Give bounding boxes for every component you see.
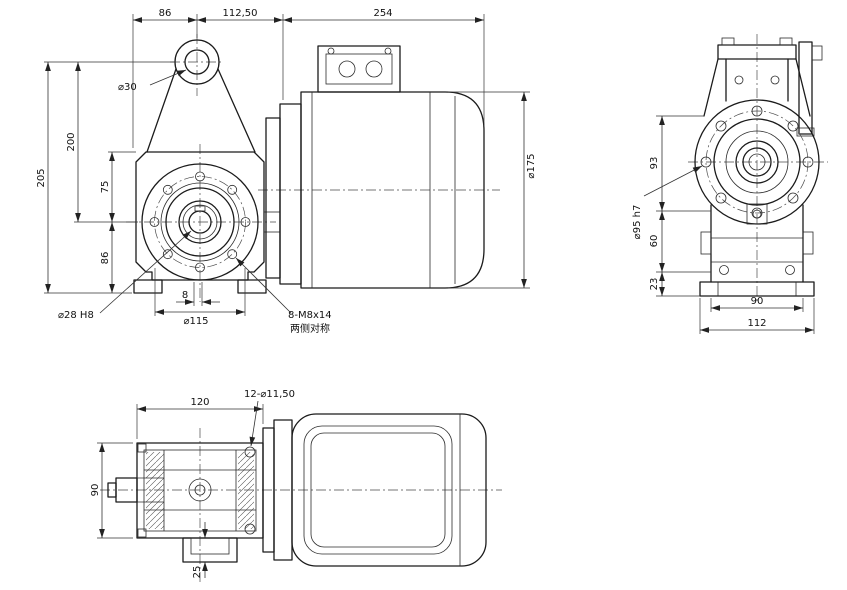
front-dim-key-8: 8 — [176, 282, 220, 306]
front-flange-circles — [141, 163, 259, 281]
front-dim-top-chain: 86 112,50 254 — [132, 8, 485, 148]
side-dim-90-label: 90 — [751, 296, 764, 307]
front-dim-left-chain: 205 200 75 86 — [36, 61, 174, 294]
front-motor — [265, 91, 485, 289]
front-thread-note-label: 两侧对称 — [290, 322, 330, 335]
top-dim-25-label: 25 — [192, 566, 203, 579]
front-dim-200-label: 200 — [66, 132, 77, 151]
side-dim-d95h7-label: ⌀95 h7 — [632, 205, 643, 240]
front-dim-86-left-label: 86 — [100, 252, 111, 265]
front-view: 86 112,50 254 ⌀30 205 200 75 86 — [36, 8, 537, 335]
side-dim-23-label: 23 — [649, 278, 660, 291]
top-dim-120: 120 — [136, 397, 264, 439]
side-dim-93-label: 93 — [649, 157, 660, 170]
front-dim-d28h8-label: ⌀28 H8 — [58, 310, 94, 321]
side-dim-112-label: 112 — [747, 318, 766, 329]
front-top-lug — [146, 39, 256, 153]
side-dim-60-label: 60 — [649, 235, 660, 248]
front-dim-d175-label: ⌀175 — [526, 153, 537, 178]
front-dim-d30-label: ⌀30 — [118, 82, 137, 93]
top-centerlines — [100, 428, 502, 582]
side-top-bracket — [703, 37, 811, 117]
front-dim-254-label: 254 — [373, 8, 392, 19]
front-dim-hole-d30: ⌀30 — [118, 69, 187, 93]
front-dim-d115-label: ⌀115 — [183, 316, 208, 327]
front-dim-75-label: 75 — [100, 181, 111, 194]
top-gearbox-housing — [107, 442, 264, 539]
top-dim-25: 25 — [192, 522, 208, 579]
side-dim-spigot-d95: ⌀95 h7 — [632, 165, 703, 240]
top-motor — [262, 413, 487, 567]
top-dim-90-label: 90 — [90, 484, 101, 497]
front-dim-motor-d175: ⌀175 — [448, 91, 537, 289]
side-dim-vertical-chain: 93 60 23 — [649, 115, 711, 297]
side-rear-plate — [796, 41, 823, 137]
top-dim-90: 90 — [90, 442, 133, 539]
front-dim-bolt-circle-d115: ⌀115 — [154, 268, 246, 327]
front-dim-shaft-d28: ⌀28 H8 — [58, 230, 192, 321]
front-dim-8-label: 8 — [182, 290, 188, 301]
top-view: 120 12-⌀11,50 90 25 — [90, 389, 502, 582]
front-dim-86-top-label: 86 — [159, 8, 172, 19]
side-dim-bottom: 90 112 — [699, 296, 815, 334]
front-thread-callout: 8-M8x14 两侧对称 — [235, 257, 332, 335]
top-bottom-boss — [182, 537, 238, 563]
top-dim-120-label: 120 — [190, 397, 209, 408]
front-dim-205-label: 205 — [36, 168, 47, 187]
side-centerlines — [688, 34, 828, 304]
front-centerlines — [126, 34, 500, 302]
side-view: 93 60 23 ⌀95 h7 90 112 — [632, 34, 828, 334]
top-holes-callout-label: 12-⌀11,50 — [244, 389, 295, 400]
top-holes-callout: 12-⌀11,50 — [244, 389, 295, 447]
front-thread-callout-label: 8-M8x14 — [288, 310, 332, 321]
side-body — [699, 203, 815, 297]
front-dim-112-50-label: 112,50 — [223, 8, 258, 19]
front-terminal-box — [317, 45, 401, 93]
